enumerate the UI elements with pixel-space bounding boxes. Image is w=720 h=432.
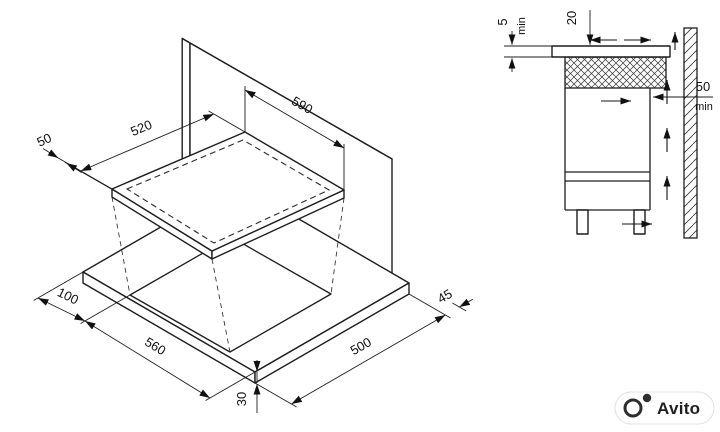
dim-5-label: 5 [495, 18, 510, 25]
projection-line [211, 258, 231, 353]
dim-5-min: 5 min [495, 17, 565, 72]
dim-50min-label: 50 [696, 79, 710, 94]
dim-520-label: 520 [128, 117, 154, 139]
projection-lines [111, 196, 345, 353]
dim-50: 50 [34, 130, 121, 195]
avito-wordmark: Avito [657, 399, 700, 418]
cooktop-profile [551, 45, 671, 58]
projection-line [330, 197, 345, 295]
dim-20-label: 20 [564, 11, 579, 25]
avito-logo-dot-icon [642, 393, 652, 403]
dim-500-label: 500 [348, 334, 374, 358]
countertop-section [564, 56, 667, 89]
projection-line [111, 196, 131, 296]
dim-45-label: 45 [435, 286, 455, 306]
avito-watermark: Avito [614, 391, 715, 425]
avito-logo-ring-icon [623, 398, 643, 418]
cabinet-leg [633, 209, 646, 235]
dim-50-label: 50 [34, 130, 53, 150]
backsplash-side-edge [181, 37, 191, 174]
cabinet-leg [576, 209, 589, 235]
airflow-arrows [590, 32, 679, 228]
dim-50-min: 50 min [653, 79, 713, 113]
watermark-pill [614, 391, 715, 425]
wall-hatch [683, 27, 698, 239]
wall [683, 27, 698, 239]
dim-30: 30 [234, 360, 261, 413]
section-view: 5 min 20 50 min [495, 10, 713, 239]
dim-20: 20 [564, 10, 594, 45]
dim-50min-unit-label: min [695, 101, 713, 113]
cabinet [564, 88, 651, 235]
dim-5-unit-label: min [516, 17, 528, 35]
isometric-view: 520 590 50 100 560 [33, 37, 474, 413]
dim-560-label: 560 [142, 334, 168, 358]
dim-100-label: 100 [55, 284, 81, 307]
dim-30-label: 30 [234, 392, 249, 406]
